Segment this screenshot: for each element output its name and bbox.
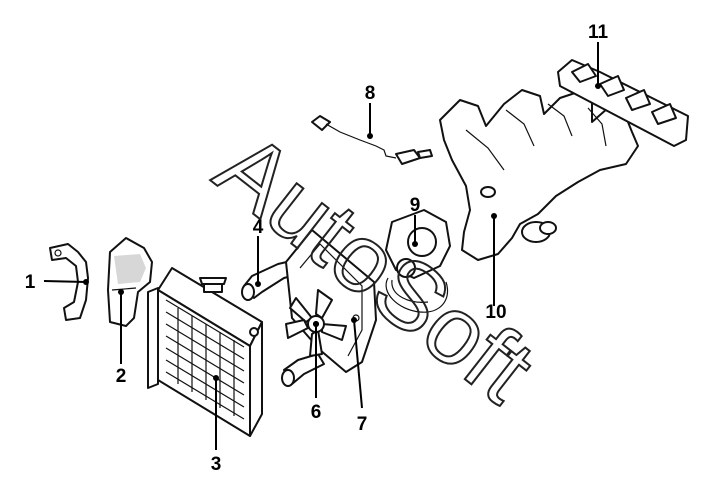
expansion-tank-part [107, 237, 153, 327]
callout-7: 7 [357, 414, 368, 435]
callout-labels: 1 2 3 4 6 7 8 9 10 11 [25, 22, 609, 475]
callout-10: 10 [485, 302, 506, 323]
callout-9: 9 [410, 195, 421, 216]
callout-3: 3 [211, 454, 222, 475]
manifold-gasket-part [557, 59, 689, 147]
callout-11: 11 [588, 22, 609, 43]
exhaust-manifold-part [439, 89, 639, 261]
callout-8: 8 [365, 83, 376, 104]
bracket-part [49, 243, 89, 321]
temperature-sensor-part [311, 115, 433, 165]
lower-hose-part [281, 353, 325, 387]
callout-1: 1 [25, 272, 36, 293]
radiator-part [147, 267, 263, 437]
leader-lines [43, 42, 601, 450]
cooling-fan-part [285, 289, 347, 357]
callout-2: 2 [116, 366, 127, 387]
callout-4: 4 [253, 217, 264, 238]
callout-6: 6 [311, 402, 322, 423]
